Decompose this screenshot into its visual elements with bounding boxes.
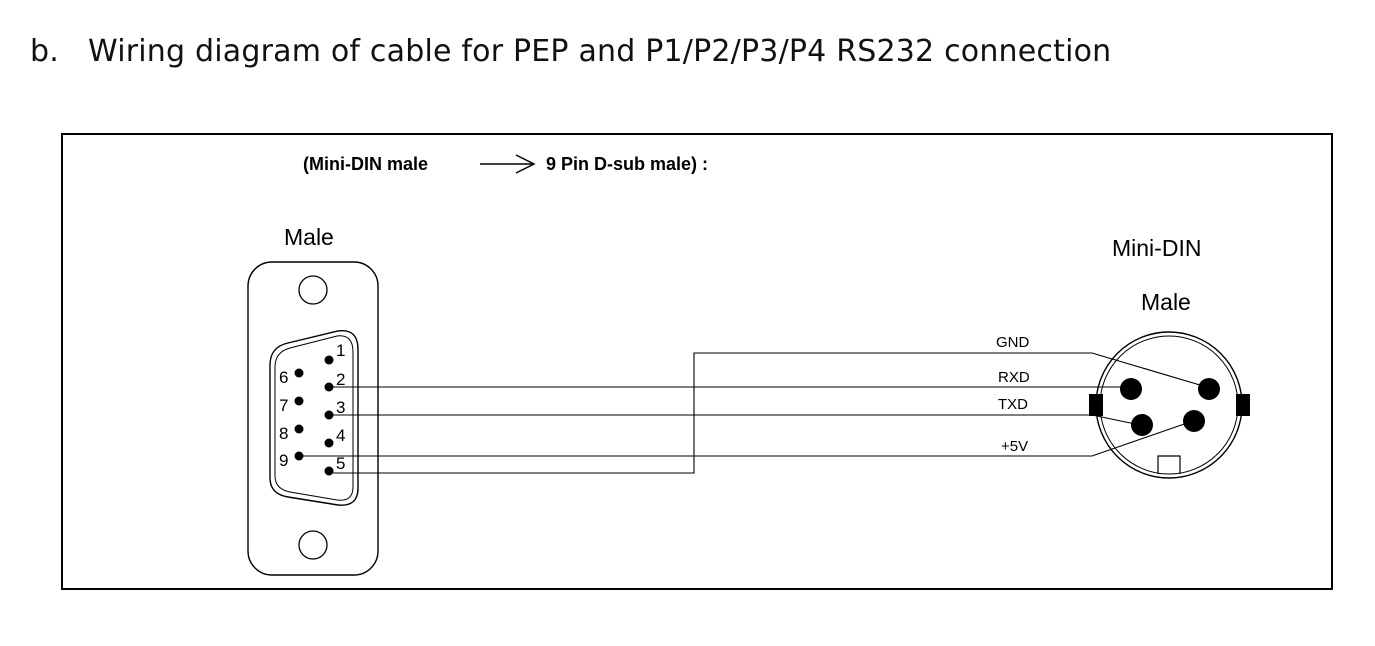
mounting-hole-bottom — [298, 530, 328, 560]
pin-number: 6 — [279, 368, 288, 387]
minidin-pin-rxd — [1120, 378, 1142, 400]
pin-number: 9 — [279, 451, 288, 470]
minidin-pin-txd — [1131, 414, 1153, 436]
signal-label-rxd: RXD — [998, 369, 1030, 386]
wires — [299, 352, 1211, 474]
minidin-pin-gnd — [1198, 378, 1220, 400]
wire-5v — [299, 420, 1194, 457]
dsub-pin-6 — [294, 368, 304, 378]
dsub-pin-3 — [324, 410, 334, 420]
dsub-pin-4 — [324, 438, 334, 448]
minidin-key-left — [1089, 394, 1103, 416]
pin-number: 4 — [336, 426, 345, 445]
dsub-pin-1 — [324, 355, 334, 365]
pin-number: 8 — [279, 424, 288, 443]
minidin-pin-5v — [1183, 410, 1205, 432]
section-title: Wiring diagram of cable for PEP and P1/P… — [88, 34, 1112, 69]
dsub-connector: 1 2 3 4 5 6 7 8 9 — [247, 261, 379, 576]
dsub-shell-inner — [274, 335, 354, 501]
dsub-label: Male — [284, 224, 334, 250]
dsub-pin-5 — [324, 466, 334, 476]
pin-number: 7 — [279, 396, 288, 415]
dsub-pin-8 — [294, 424, 304, 434]
arrow-right-icon — [480, 154, 536, 174]
signal-label-5v: +5V — [1001, 438, 1028, 455]
minidin-inner-ring — [1099, 335, 1239, 475]
subtitle-right: 9 Pin D-sub male) : — [546, 154, 708, 174]
pin-number: 1 — [336, 341, 345, 360]
minidin-key-right — [1236, 394, 1250, 416]
section-heading: b. Wiring diagram of cable for PEP and P1… — [30, 34, 1111, 69]
minidin-label-line2: Male — [1141, 289, 1191, 315]
minidin-label-line1: Mini-DIN — [1112, 235, 1201, 261]
dsub-pin-2 — [324, 382, 334, 392]
pin-number: 3 — [336, 398, 345, 417]
wire-gnd — [333, 352, 1211, 474]
pin-number: 5 — [336, 454, 345, 473]
subtitle-left: (Mini-DIN male — [303, 154, 428, 174]
dsub-pin-7 — [294, 396, 304, 406]
minidin-connector — [1089, 331, 1250, 479]
minidin-bottom-notch — [1157, 455, 1181, 474]
signal-label-gnd: GND — [996, 334, 1030, 351]
diagram-frame — [61, 133, 1333, 590]
section-marker: b. — [30, 34, 59, 69]
mounting-hole-top — [298, 275, 328, 305]
signal-label-txd: TXD — [998, 396, 1028, 413]
pin-number: 2 — [336, 370, 345, 389]
wire-txd — [333, 414, 1141, 426]
dsub-shell-outer — [269, 329, 359, 506]
